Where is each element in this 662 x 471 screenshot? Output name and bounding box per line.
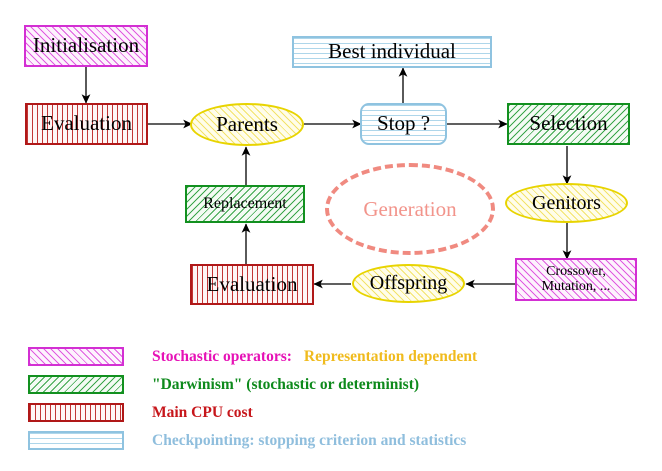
node-evaluation-top-label: Evaluation xyxy=(41,111,132,136)
node-initialisation[interactable]: Initialisation xyxy=(24,25,148,67)
legend-swatch-blue-horizontal-hatch xyxy=(28,431,124,450)
node-replacement-label: Replacement xyxy=(203,194,287,212)
node-initialisation-label: Initialisation xyxy=(32,33,140,58)
node-evaluation-bottom[interactable]: Evaluation xyxy=(190,264,314,305)
legend-label-stochastic-operators: Stochastic operators: xyxy=(152,347,292,365)
node-best-individual-label: Best individual xyxy=(328,39,456,64)
node-parents[interactable]: Parents xyxy=(190,103,304,146)
node-best-individual[interactable]: Best individual xyxy=(292,36,492,68)
legend-swatch-red-vertical-hatch xyxy=(28,403,124,422)
node-evaluation-bottom-label: Evaluation xyxy=(206,271,298,296)
node-selection[interactable]: Selection xyxy=(507,103,630,145)
node-generation-label: Generation xyxy=(363,196,457,221)
legend-row-darwinism[interactable]: "Darwinism" (stochastic or determinist) xyxy=(28,375,419,394)
legend-row-checkpointing[interactable]: Checkpointing: stopping criterion and st… xyxy=(28,431,466,450)
legend-label-representation-dependent: Representation dependent xyxy=(303,347,478,365)
node-genitors-label: Genitors xyxy=(532,191,601,214)
node-replacement[interactable]: Replacement xyxy=(185,185,305,223)
legend-row-stochastic-operators[interactable]: Stochastic operators: Representation dep… xyxy=(28,347,477,366)
legend-label-checkpointing: Checkpointing: stopping criterion and st… xyxy=(152,431,467,449)
node-stop[interactable]: Stop ? xyxy=(360,103,447,145)
node-offspring[interactable]: Offspring xyxy=(352,264,465,303)
legend-row-main-cpu-cost[interactable]: Main CPU cost xyxy=(28,403,253,422)
node-genitors[interactable]: Genitors xyxy=(505,183,628,223)
node-selection-label: Selection xyxy=(529,111,608,136)
node-evaluation-top[interactable]: Evaluation xyxy=(25,103,148,145)
node-stop-label: Stop ? xyxy=(376,111,431,136)
legend-swatch-green-diagonal-hatch xyxy=(28,375,124,394)
node-parents-label: Parents xyxy=(216,111,278,136)
legend-swatch-magenta-diagonal-hatch xyxy=(28,347,124,366)
legend-label-darwinism: "Darwinism" (stochastic or determinist) xyxy=(152,375,420,393)
node-crossover-mutation[interactable]: Crossover, Mutation, ... xyxy=(515,258,637,301)
legend-label-main-cpu-cost: Main CPU cost xyxy=(152,403,253,421)
node-generation-loop: Generation xyxy=(325,163,495,255)
node-offspring-label: Offspring xyxy=(369,272,448,295)
node-crossover-mutation-label: Crossover, Mutation, ... xyxy=(541,263,611,294)
